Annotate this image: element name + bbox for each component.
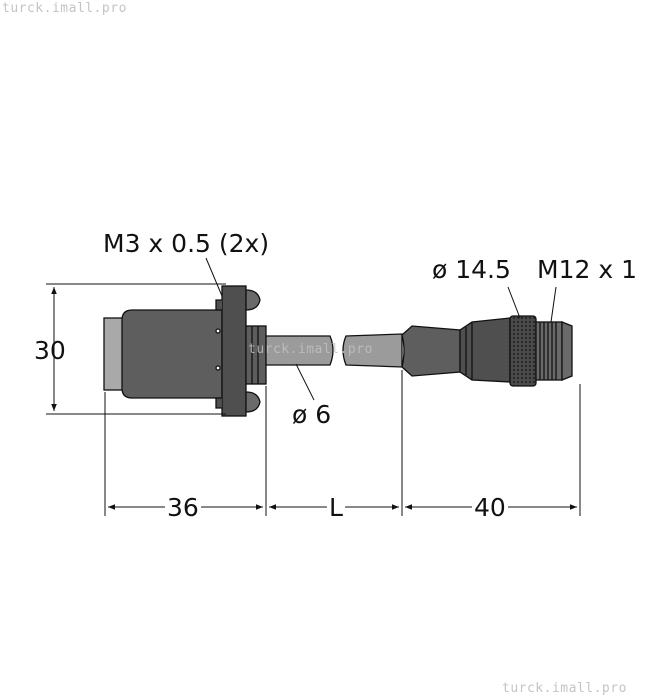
label-length-connector: 40: [472, 493, 508, 522]
label-cable-diameter: ø 6: [292, 400, 332, 429]
cable: [265, 333, 403, 368]
label-length-housing: 36: [165, 493, 201, 522]
label-height: 30: [34, 336, 66, 365]
cable-right-segment: [342, 333, 403, 368]
housing-body: [121, 309, 223, 399]
strain-relief: [401, 325, 461, 377]
label-thread-screws: M3 x 0.5 (2x): [103, 229, 270, 258]
leader-thread: [550, 286, 557, 323]
knurled-nut: [509, 315, 537, 387]
screw-top: [245, 289, 261, 311]
leader-screw: [205, 257, 223, 297]
flange-hole-1: [215, 328, 221, 334]
label-length-cable: L: [327, 493, 345, 522]
mounting-flange: [221, 285, 247, 417]
watermark-center: turck.imall.pro: [248, 342, 373, 357]
watermark-bottom: turck.imall.pro: [502, 681, 627, 696]
screw-bottom: [245, 391, 261, 413]
thread-tip: [561, 321, 573, 381]
label-thread-connector: M12 x 1: [537, 255, 637, 284]
leader-cable: [295, 363, 315, 401]
m12-connector: [401, 315, 573, 387]
leader-nut: [507, 286, 521, 319]
front-housing: [103, 285, 267, 417]
cable-left-segment: [265, 335, 334, 366]
watermark-top: turck.imall.pro: [2, 1, 127, 16]
label-nut-diameter: ø 14.5: [432, 255, 511, 284]
flange-hole-2: [215, 365, 221, 371]
grip-body: [459, 317, 511, 383]
